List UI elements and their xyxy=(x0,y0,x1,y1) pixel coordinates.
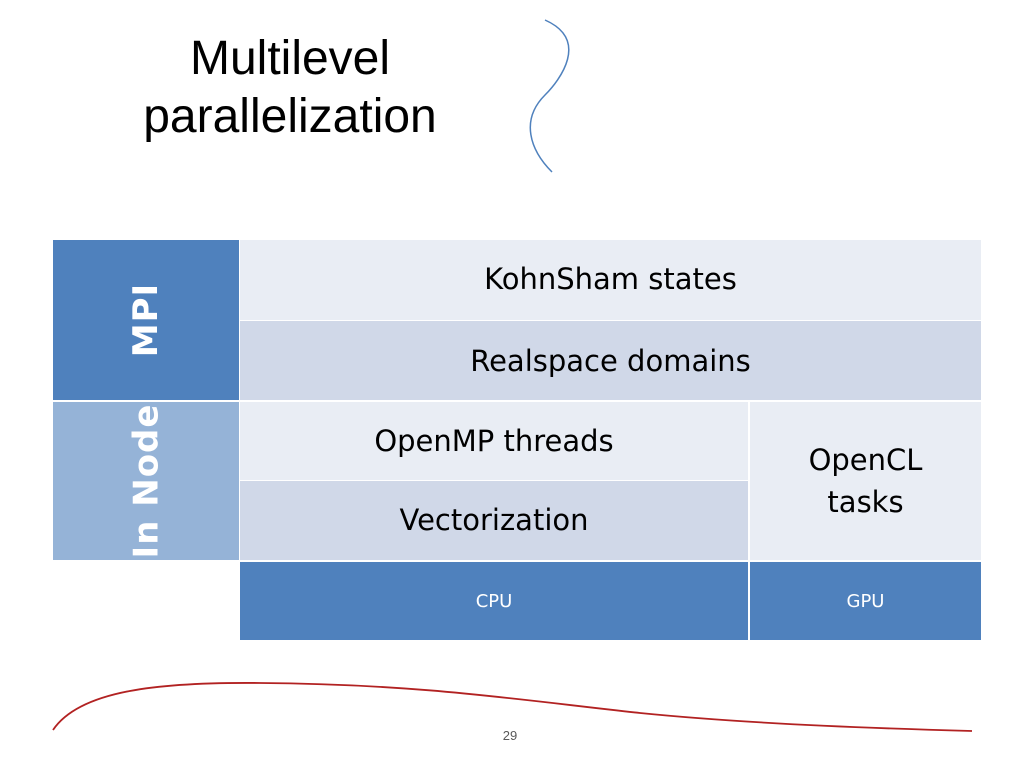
red-swoosh-decoration xyxy=(52,682,973,732)
gpu-label: GPU xyxy=(846,590,885,612)
blue-swirl-decoration xyxy=(529,19,570,173)
in-node-label-cell: In Node xyxy=(53,402,239,560)
openmp-threads-label: OpenMP threads xyxy=(374,424,614,458)
in-node-label: In Node xyxy=(126,403,166,559)
opencl-tasks-label: OpenCL tasks xyxy=(808,443,923,519)
opencl-tasks-cell: OpenCL tasks xyxy=(750,402,981,560)
gpu-cell: GPU xyxy=(750,562,981,640)
openmp-threads-cell: OpenMP threads xyxy=(240,402,748,480)
slide-title: Multilevel parallelization xyxy=(143,32,437,143)
kohnsham-states-cell: KohnSham states xyxy=(240,240,981,320)
page-number: 29 xyxy=(502,728,518,743)
realspace-domains-cell: Realspace domains xyxy=(240,321,981,400)
vectorization-label: Vectorization xyxy=(399,503,589,537)
mpi-label: MPI xyxy=(126,282,166,358)
vectorization-cell: Vectorization xyxy=(240,481,748,560)
mpi-label-cell: MPI xyxy=(53,240,239,400)
cpu-cell: CPU xyxy=(240,562,748,640)
cpu-label: CPU xyxy=(475,590,513,612)
kohnsham-states-label: KohnSham states xyxy=(484,262,737,296)
realspace-domains-label: Realspace domains xyxy=(470,343,751,378)
